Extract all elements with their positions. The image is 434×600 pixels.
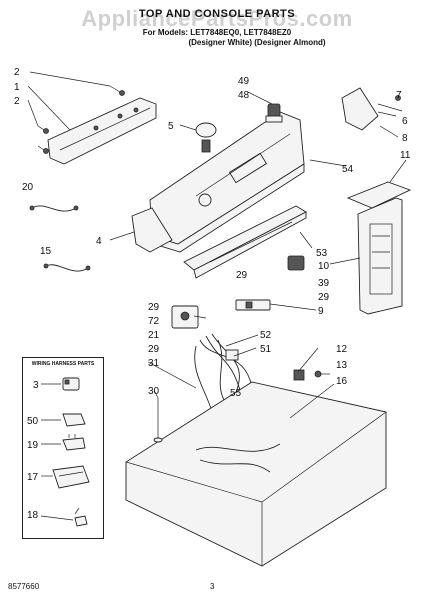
callout-29c: 29 <box>148 302 160 313</box>
callout-48: 48 <box>238 90 250 101</box>
switch-strip-9 <box>235 299 271 311</box>
callout-53: 53 <box>316 248 328 259</box>
callout-55: 55 <box>230 388 242 399</box>
switch-39 <box>287 255 305 271</box>
callout-29a: 29 <box>236 270 248 281</box>
callout-8: 8 <box>402 133 408 144</box>
harness-part-50 <box>62 413 86 427</box>
callout-16: 16 <box>336 376 348 387</box>
callout-6: 6 <box>402 116 408 127</box>
callout-39: 39 <box>318 278 330 289</box>
harness-part-18 <box>74 515 88 527</box>
callout-31: 31 <box>148 358 160 369</box>
callout-9: 9 <box>318 306 324 317</box>
callout-10: 10 <box>318 261 330 272</box>
lower-bracket <box>183 205 307 279</box>
callout-72: 72 <box>148 316 160 327</box>
page-title: TOP AND CONSOLE PARTS <box>138 8 296 20</box>
wiring-harness-parts-box: WIRING HARNESS PARTS 3 50 19 17 18 <box>22 357 104 539</box>
left-end-cap <box>131 207 173 253</box>
harness-part-19 <box>62 437 86 451</box>
right-side-panel <box>346 181 412 315</box>
watermark: AppliancePartsPros.com <box>81 6 353 31</box>
callout-4: 4 <box>96 236 102 247</box>
callout-49: 49 <box>238 76 250 87</box>
harness-box-title: WIRING HARNESS PARTS <box>31 361 95 367</box>
callout-30: 30 <box>148 386 160 397</box>
wire-15 <box>43 263 91 272</box>
wire-20 <box>29 205 79 212</box>
harness-part-17 <box>52 465 90 489</box>
harness-callout-19: 19 <box>27 440 39 451</box>
callout-20: 20 <box>22 182 34 193</box>
callout-29d: 29 <box>148 344 160 355</box>
back-panel-shape <box>47 97 157 165</box>
console-display-window <box>228 152 268 184</box>
harness-callout-50: 50 <box>27 416 39 427</box>
parts-12-13 <box>293 369 322 381</box>
diagram-code: 8577660 <box>8 582 40 591</box>
timer-knob <box>195 122 217 153</box>
callout-11: 11 <box>400 150 411 161</box>
callout-52: 52 <box>260 330 272 341</box>
timer-72 <box>171 305 199 329</box>
callout-1: 1 <box>14 82 20 93</box>
callout-15: 15 <box>40 246 52 257</box>
callout-2a: 2 <box>14 67 20 78</box>
post-30 <box>153 398 163 443</box>
harness-callout-18: 18 <box>27 510 39 521</box>
callout-54: 54 <box>342 164 354 175</box>
callout-29b: 29 <box>318 292 330 303</box>
callout-2b: 2 <box>14 96 20 107</box>
console-back-panel <box>47 97 157 165</box>
model-colors: (Designer White) (Designer Almond) <box>188 38 326 47</box>
callout-13: 13 <box>336 360 348 371</box>
harness-parts-drawing: 3 50 19 17 18 <box>27 377 90 527</box>
callout-5: 5 <box>168 121 174 132</box>
callout-51: 51 <box>260 344 272 355</box>
callout-7: 7 <box>396 90 402 101</box>
callout-12: 12 <box>336 344 348 355</box>
leader-lines <box>27 71 407 419</box>
selector-knob <box>265 103 283 123</box>
callout-21: 21 <box>148 330 160 341</box>
page-number: 3 <box>210 582 215 591</box>
harness-callout-17: 17 <box>27 472 39 483</box>
dryer-top <box>125 381 387 567</box>
right-end-cap <box>341 87 401 131</box>
model-numbers: For Models: LET7848EQ0, LET7848EZ0 <box>142 28 292 37</box>
harness-callout-3: 3 <box>33 380 39 391</box>
screws-2 <box>37 85 125 154</box>
